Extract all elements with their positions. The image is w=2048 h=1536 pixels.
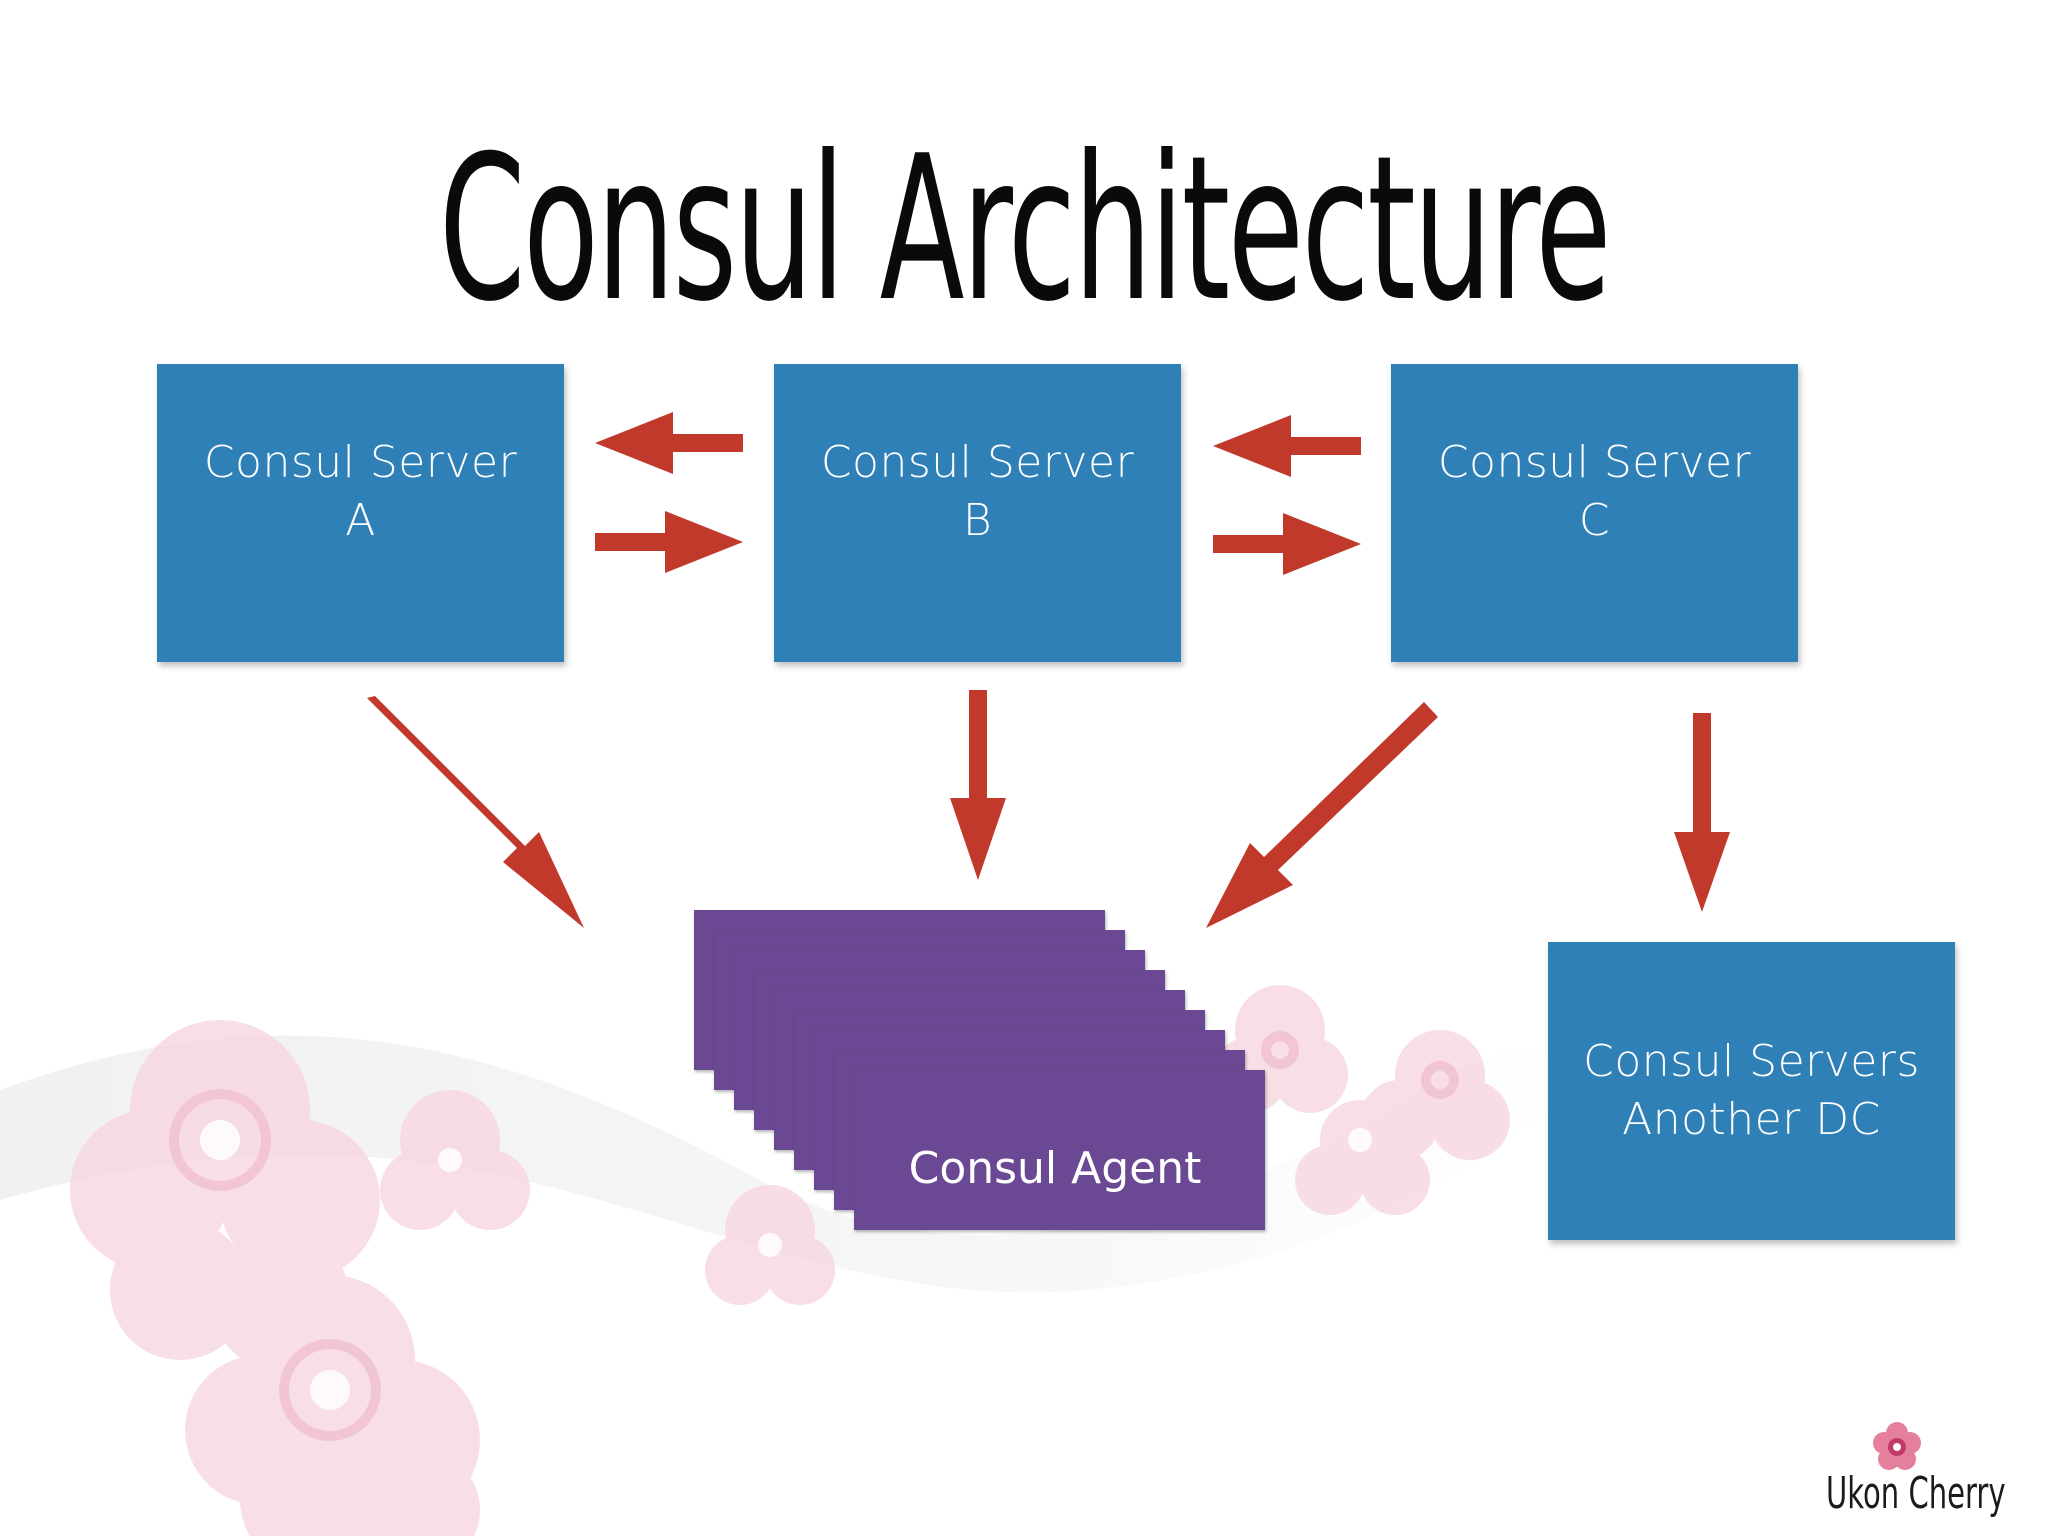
arrow-c-to-b (1213, 415, 1361, 477)
consul-servers-other-dc-label: Consul Servers Another DC (1583, 1036, 1920, 1145)
brand-name: Ukon Cherry (1826, 1468, 2006, 1519)
consul-agent-label: Consul Agent (908, 1143, 1202, 1194)
arrow-c-to-other-dc (1674, 713, 1730, 912)
consul-server-a-box: Consul Server A (157, 364, 564, 662)
arrow-a-to-agent (367, 696, 584, 928)
arrow-c-to-agent (1206, 702, 1438, 928)
arrow-a-to-b (595, 511, 743, 573)
arrow-b-to-a (595, 412, 743, 474)
consul-server-c-label: Consul Server C (1437, 437, 1752, 546)
ukon-cherry-logo (1873, 1422, 1921, 1470)
arrow-b-to-c (1213, 513, 1361, 575)
consul-servers-other-dc-box: Consul Servers Another DC (1548, 942, 1955, 1240)
consul-server-b-box: Consul Server B (774, 364, 1181, 662)
consul-server-c-box: Consul Server C (1391, 364, 1798, 662)
slide-title: Consul Architecture (438, 113, 1612, 346)
arrow-b-to-agent (950, 690, 1006, 880)
consul-server-a-label: Consul Server A (203, 437, 518, 546)
agent-card (854, 1070, 1265, 1230)
consul-server-b-label: Consul Server B (820, 437, 1135, 546)
